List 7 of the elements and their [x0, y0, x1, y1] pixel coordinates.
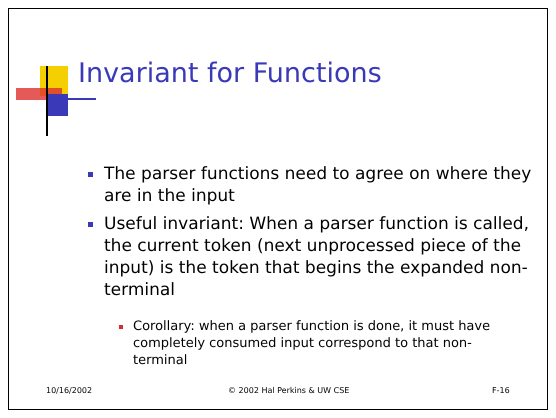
slide-title: Invariant for Functions	[78, 58, 382, 89]
footer-text: © 2002 Hal Perkins & UW CSE	[228, 386, 350, 395]
bullet-text: The parser functions need to agree on where they are in the input	[104, 163, 532, 207]
bullet-text: Useful invariant: When a parser function is called, the current token (next unprocessed piece of the input) is the token that begins the expanded non-terminal	[104, 213, 530, 301]
footer-text: F-16	[492, 386, 510, 395]
footer-text: 10/16/2002	[46, 386, 92, 395]
bullet-text: Corollary: when a parser function is done, it must have completely consumed input correspond to that non-terminal	[133, 318, 492, 369]
